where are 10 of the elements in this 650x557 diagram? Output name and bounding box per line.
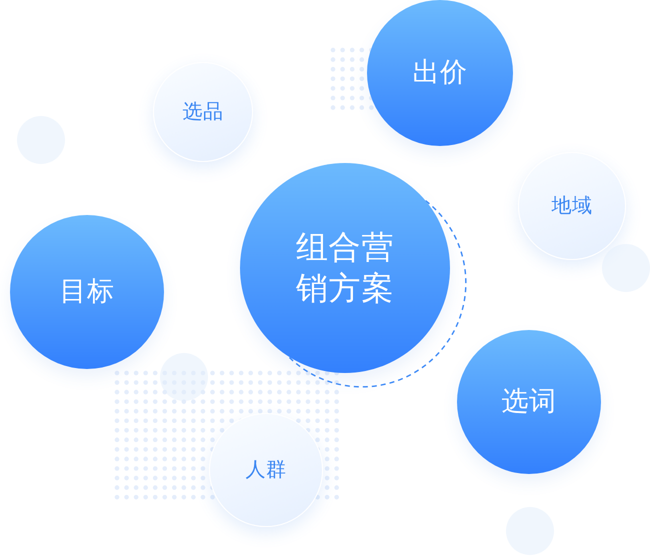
node-label: 出价 xyxy=(412,56,468,90)
option-circle xyxy=(209,413,323,527)
node-label: 地域 xyxy=(552,193,592,219)
bubble xyxy=(160,353,208,401)
node-label: 人群 xyxy=(246,457,286,483)
node-label: 选词 xyxy=(501,384,557,419)
node-label: 组合营销方案 xyxy=(296,227,394,309)
node-label: 目标 xyxy=(59,274,115,309)
node-label: 选品 xyxy=(182,99,224,125)
bubble xyxy=(602,244,650,292)
